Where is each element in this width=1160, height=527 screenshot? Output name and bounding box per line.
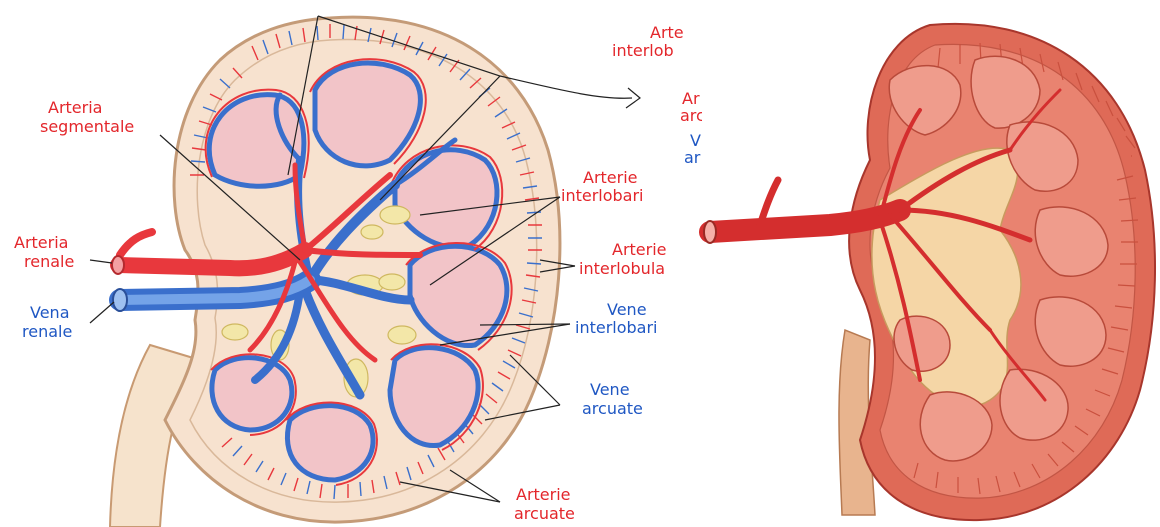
label-arterie-interlobulari-1: Arterie (612, 240, 667, 259)
photo-artery-opening (704, 221, 716, 243)
label-arteria-segmentale-2: segmentale (40, 117, 134, 136)
label-inset-arterie-interlob-1: Arte (650, 23, 684, 42)
label-vene-arcuate-1: Vene (590, 380, 630, 399)
label-arterie-arcuate-2: arcuate (514, 504, 575, 523)
anatomical-kidney (704, 24, 1155, 520)
label-arterie-interlobari-2: interlobari (561, 186, 644, 205)
label-inset-arc-red-2: arc (680, 106, 705, 125)
inset-clip-mask (702, 0, 722, 175)
label-inset-arc-blue-2: ar (684, 148, 701, 167)
label-arteria-renale-2: renale (24, 252, 74, 271)
label-vena-renale-1: Vena (30, 303, 70, 322)
label-vene-interlobari-2: interlobari (575, 318, 658, 337)
label-arterie-interlobulari-2: interlobula (579, 259, 665, 278)
label-inset-arterie-interlob-2: interlob (612, 41, 674, 60)
artery-opening (112, 256, 124, 274)
label-vena-renale-2: renale (22, 322, 72, 341)
label-vene-arcuate-2: arcuate (582, 399, 643, 418)
label-arterie-interlobari-1: Arterie (583, 168, 638, 187)
label-arterie-arcuate-1: Arterie (516, 485, 571, 504)
label-vene-interlobari-1: Vene (607, 300, 647, 319)
label-arteria-segmentale-1: Arteria (48, 98, 102, 117)
label-arteria-renale-1: Arteria (14, 233, 68, 252)
vein-opening (113, 289, 127, 311)
